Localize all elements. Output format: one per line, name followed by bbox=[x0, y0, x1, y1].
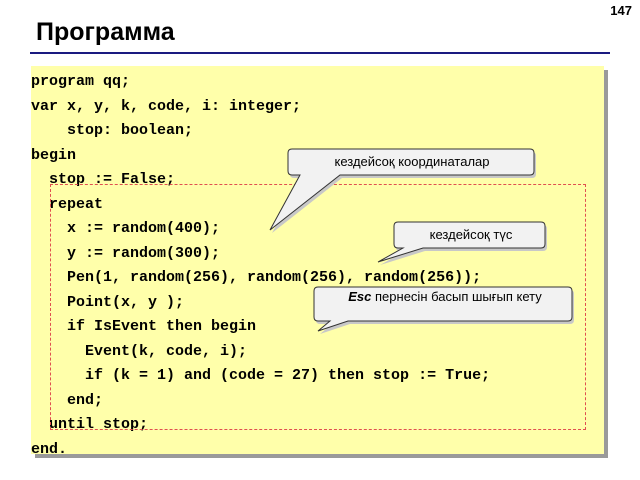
code-line: Point(x, y ); bbox=[31, 293, 185, 311]
title-divider bbox=[30, 52, 610, 54]
code-line: end. bbox=[31, 440, 68, 458]
code-line: if IsEvent then begin bbox=[31, 318, 257, 335]
code-line: x := random(400); bbox=[31, 220, 221, 237]
page-number: 147 bbox=[610, 3, 632, 18]
code-line: stop := False; bbox=[31, 171, 176, 188]
code-line: stop: boolean; bbox=[31, 122, 194, 139]
callout-coords-label: кездейсоқ координаталар bbox=[334, 154, 490, 169]
code-line: y := random(300); bbox=[31, 244, 221, 262]
code-lines: program qq; var x, y, k, code, i: intege… bbox=[31, 70, 604, 462]
code-line: repeat bbox=[31, 195, 104, 213]
callout-esc-label: Esc пернесін басып шығып кету bbox=[322, 290, 568, 304]
code-line: Event(k, code, i); bbox=[31, 342, 248, 360]
code-line: var x, y, k, code, i: integer; bbox=[31, 97, 302, 115]
code-line: begin bbox=[31, 146, 77, 164]
code-line: program qq; bbox=[31, 73, 131, 90]
repeat-loop-highlight bbox=[50, 184, 586, 430]
callout-color-label: кездейсоқ түс bbox=[429, 227, 513, 242]
esc-key-label: Esc bbox=[348, 289, 372, 304]
code-line: end; bbox=[31, 391, 104, 409]
esc-text: пернесін басып шығып кету bbox=[371, 289, 542, 304]
code-line: Pen(1, random(256), random(256), random(… bbox=[31, 269, 482, 286]
slide-title: Программа bbox=[36, 18, 175, 46]
code-panel: program qq; var x, y, k, code, i: intege… bbox=[31, 66, 604, 458]
code-line: until stop; bbox=[31, 416, 149, 433]
code-line: if (k = 1) and (code = 27) then stop := … bbox=[31, 367, 491, 384]
